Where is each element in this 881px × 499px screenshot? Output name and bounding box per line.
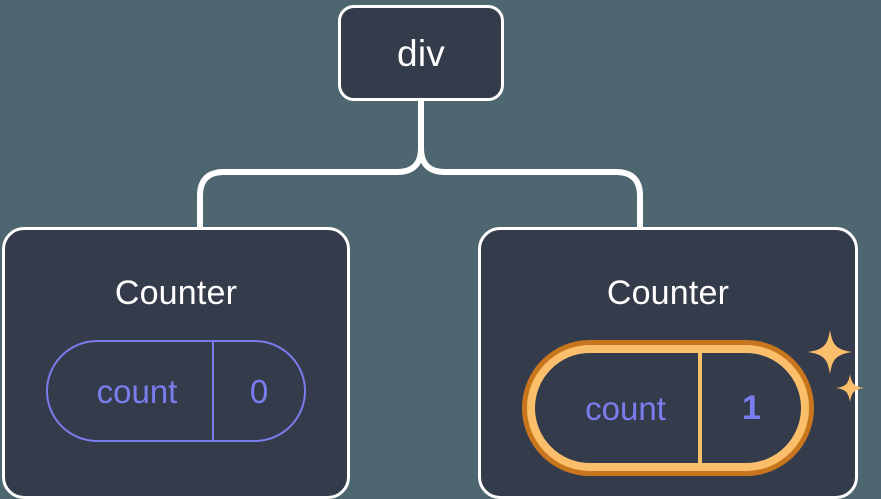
node-counter-left[interactable]: Counter count 0: [2, 227, 350, 499]
edge-div-to-counter-left: [197, 101, 424, 229]
state-pill-wrapper-left: count 0: [46, 340, 306, 442]
node-counter-right-label: Counter: [606, 274, 730, 312]
node-counter-right[interactable]: Counter count 1: [478, 227, 864, 499]
state-pill-core: count 1: [535, 353, 801, 463]
sparkle-large-icon: [808, 330, 852, 374]
state-value-label-left: 0: [249, 372, 269, 410]
state-value-label-right: 1: [742, 389, 761, 427]
node-div[interactable]: div: [338, 5, 504, 101]
sparkle-small-icon: [836, 374, 864, 402]
state-key-label-left: count: [96, 372, 178, 410]
state-pill-divider-right: [698, 353, 702, 463]
state-key-label-right: count: [585, 389, 666, 427]
node-div-label: div: [397, 32, 445, 74]
edge-div-to-counter-right: [418, 101, 643, 229]
state-pill-count-right[interactable]: count 1: [522, 340, 814, 476]
state-pill-count-left[interactable]: count 0: [46, 340, 306, 442]
state-pill-divider-left: [212, 342, 214, 440]
sparkle-group: [808, 330, 864, 402]
state-pill-wrapper-right: count 1: [522, 330, 864, 476]
state-pill-highlight-ring: count 1: [527, 345, 809, 471]
node-counter-left-label: Counter: [114, 274, 238, 312]
